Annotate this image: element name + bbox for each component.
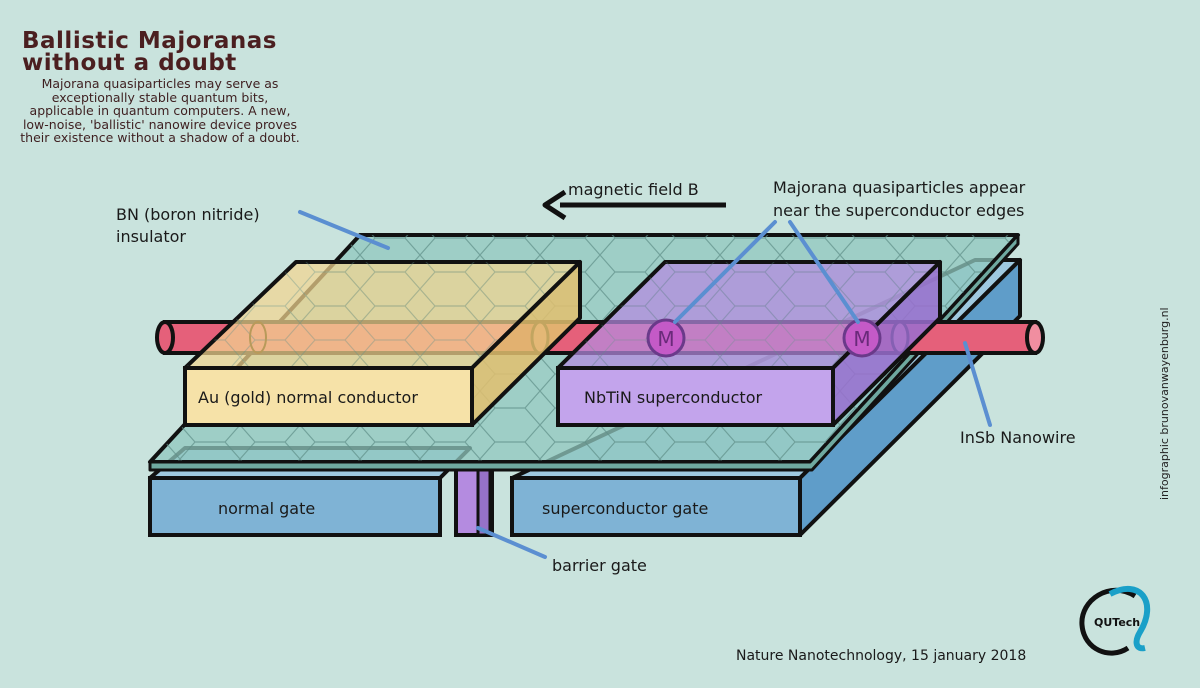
- logo-text: QUTech: [1094, 616, 1141, 629]
- infographic-credit: infographic brunovanwayenburg.nl: [1158, 307, 1171, 500]
- majorana-callout-line1: Majorana quasiparticles appear: [773, 178, 1026, 197]
- barrier-gate-label: barrier gate: [552, 556, 647, 575]
- normal-gate: [148, 476, 442, 537]
- qutech-logo: [1079, 585, 1151, 656]
- majorana-marker-right: M: [842, 318, 882, 358]
- superconductor-gate-label: superconductor gate: [542, 499, 709, 518]
- nbtin-label: NbTiN superconductor: [584, 388, 763, 407]
- page-title: Ballistic Majoranas without a doubt: [22, 28, 322, 76]
- title-line-1: Ballistic Majoranas: [22, 28, 277, 54]
- magnetic-field-arrow: [542, 189, 726, 221]
- title-line-2: without a doubt: [22, 50, 237, 76]
- insb-nanowire-label: InSb Nanowire: [960, 428, 1076, 447]
- gold-conductor-label: Au (gold) normal conductor: [198, 388, 418, 407]
- bn-label-line2: insulator: [116, 227, 186, 246]
- callout-lines: [298, 210, 992, 559]
- majorana-symbol: M: [853, 327, 870, 351]
- magnetic-field-label: magnetic field B: [568, 180, 699, 199]
- intro-text: Majorana quasiparticles may serve as exc…: [20, 76, 300, 145]
- normal-gate-label: normal gate: [218, 499, 316, 518]
- gold-normal-conductor: [183, 260, 582, 427]
- majorana-callout-line2: near the superconductor edges: [773, 201, 1025, 220]
- superconductor-gate: [510, 476, 802, 537]
- source-citation: Nature Nanotechnology, 15 january 2018: [736, 648, 1027, 664]
- bn-label-line1: BN (boron nitride): [116, 205, 260, 224]
- majorana-symbol: M: [657, 327, 674, 351]
- majorana-marker-left: M: [646, 318, 686, 358]
